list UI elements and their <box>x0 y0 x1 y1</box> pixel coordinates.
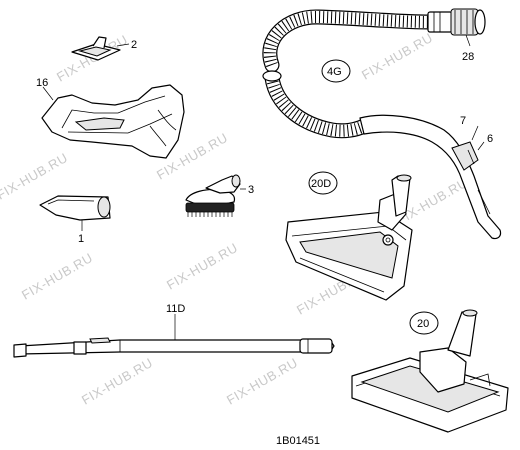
variant-marker-20: 20 <box>409 311 439 335</box>
callout-11d: 11D <box>166 303 185 315</box>
hose-handle: 7 6 <box>359 114 502 240</box>
part-3-dusting-brush: 3 <box>185 174 254 217</box>
watermark: FIX-HUB.RU <box>19 250 95 303</box>
part-20-combination-nozzle <box>351 309 509 433</box>
watermark: FIX-HUB.RU <box>0 150 70 203</box>
hose-section-lower <box>262 70 372 139</box>
part-2-clip: 2 <box>71 36 137 61</box>
callout-28: 28 <box>462 51 474 63</box>
callout-20: 20 <box>417 318 429 330</box>
callout-3: 3 <box>248 184 254 196</box>
part-16-accessory-holder: 16 <box>36 77 185 159</box>
part-11d-telescopic-tube: 11D <box>13 303 335 358</box>
callout-7: 7 <box>460 115 466 127</box>
part-1-crevice-nozzle: 1 <box>39 195 111 245</box>
watermark: FIX-HUB.RU <box>164 240 240 293</box>
hose-section-upper: 28 <box>262 8 486 73</box>
callout-1: 1 <box>78 233 84 245</box>
callout-20d: 20D <box>311 178 331 190</box>
variant-marker-4g: 4G <box>321 59 351 83</box>
part-20d-turbo-nozzle <box>285 174 413 301</box>
callout-2: 2 <box>131 39 137 51</box>
watermark: FIX-HUB.RU <box>79 355 155 408</box>
callout-6: 6 <box>487 133 493 145</box>
watermark: FIX-HUB.RU <box>359 30 435 83</box>
drawing-number: 1B01451 <box>276 435 320 447</box>
watermark: FIX-HUB.RU <box>224 355 300 408</box>
callout-4g: 4G <box>327 66 342 78</box>
callout-16: 16 <box>36 77 48 89</box>
variant-marker-20d: 20D <box>308 171 338 195</box>
